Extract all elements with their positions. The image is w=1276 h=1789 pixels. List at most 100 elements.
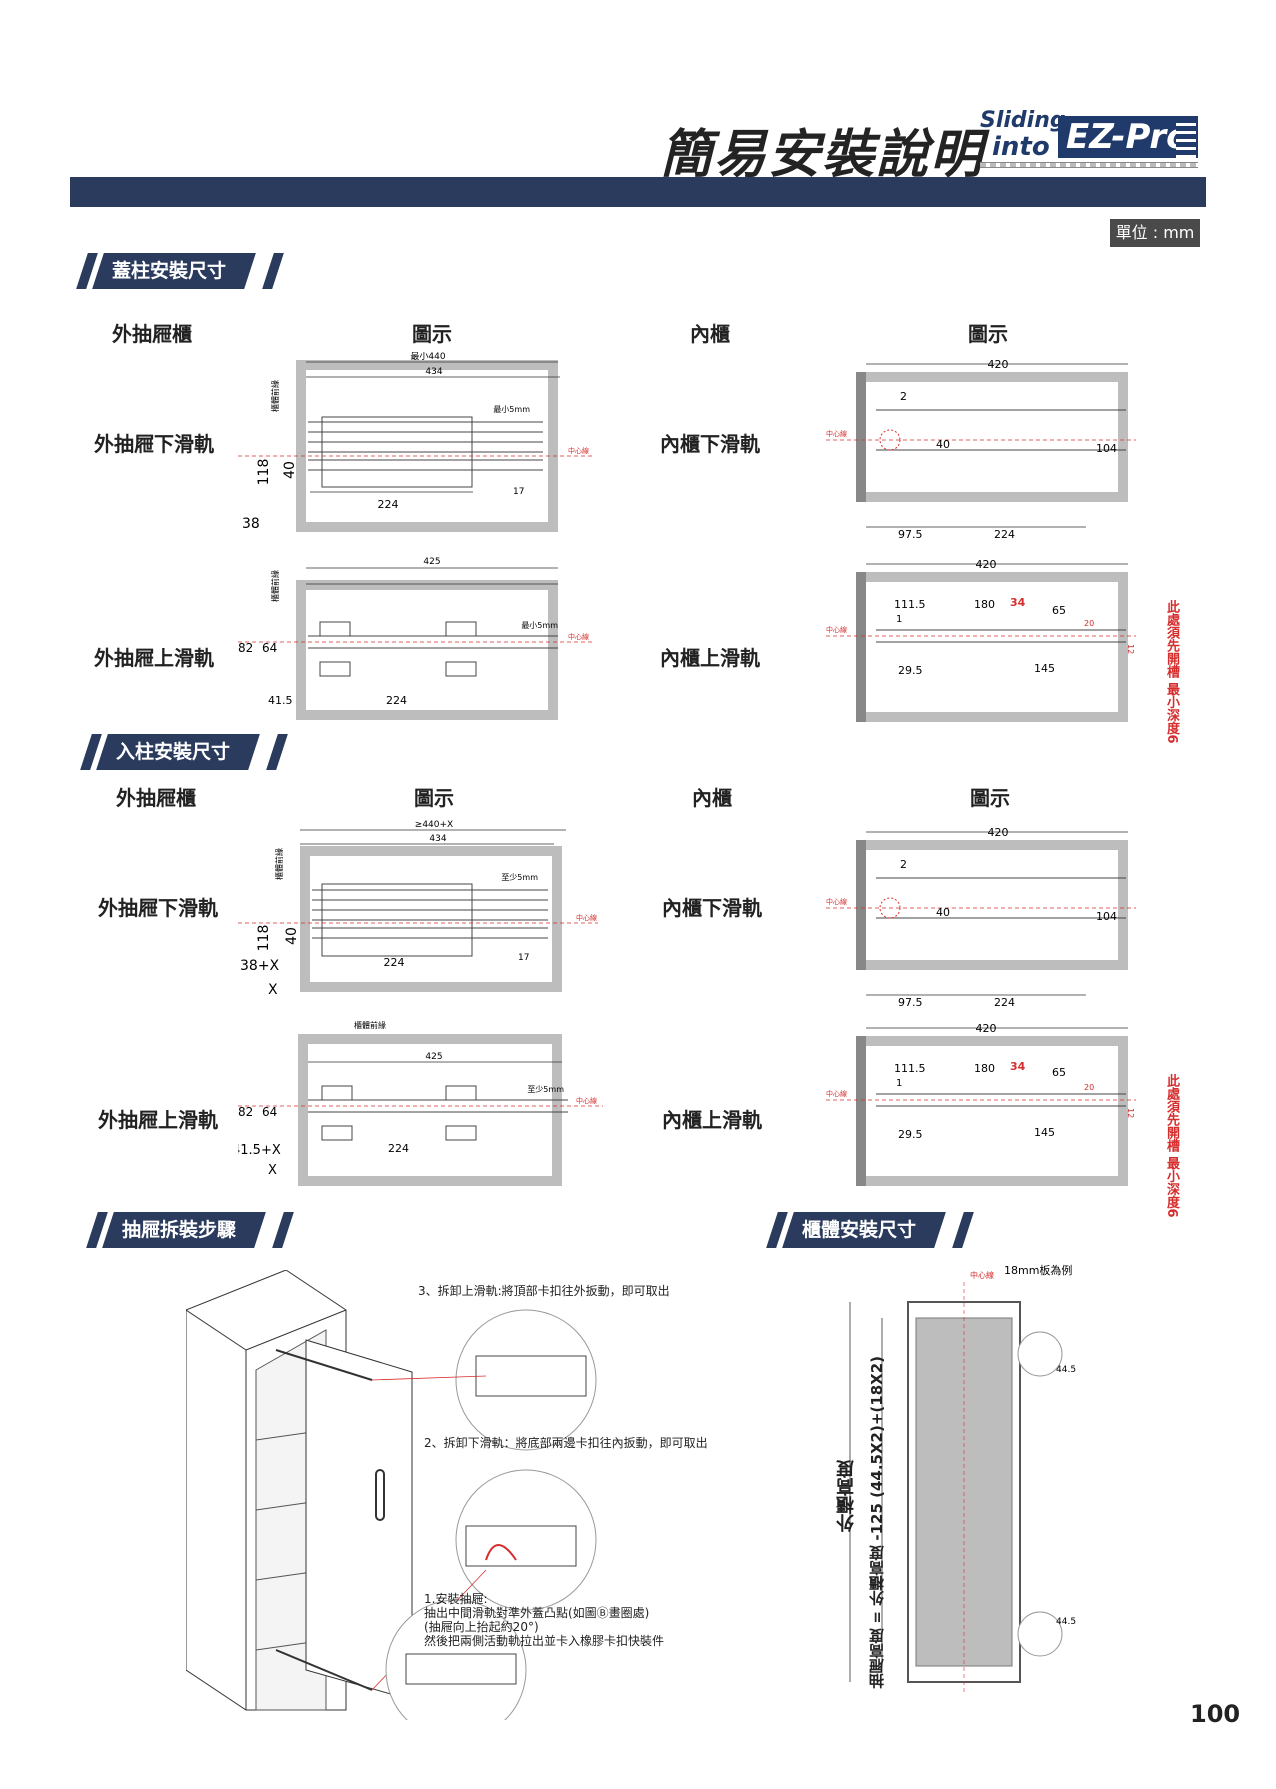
svg-text:425: 425 (425, 1052, 442, 1062)
svg-text:至少5mm: 至少5mm (527, 1085, 564, 1094)
svg-text:65: 65 (1052, 604, 1066, 617)
svg-text:2: 2 (900, 858, 907, 871)
section-tag-cabinet: 櫃體安裝尺寸 (766, 1212, 974, 1248)
svg-text:40: 40 (936, 438, 950, 451)
diagram-cover-inner-lower: 420 2 中心線 40 104 97.5 224 (826, 358, 1136, 541)
cabinet-illustration (186, 1270, 597, 1720)
logo-bars-icon (1176, 118, 1196, 158)
svg-text:20: 20 (1084, 619, 1094, 628)
section-tag-cabinet-label: 櫃體安裝尺寸 (802, 1219, 917, 1241)
cabinet-dimension-diagram: 中心線 18mm板為例 44.5 44.5 (849, 1263, 1076, 1692)
col-figure-3: 圖示 (414, 786, 454, 810)
drawer-height-formula: 抽屜高度 = 外櫃高度 -125 (44.5X2)+(18X2) (868, 1356, 886, 1689)
section-tag-inset-label: 入柱安裝尺寸 (116, 741, 231, 763)
svg-text:434: 434 (425, 367, 442, 377)
svg-text:82: 82 (238, 1105, 253, 1119)
col-outer-cabinet-2: 外抽屜櫃 (116, 786, 196, 810)
diagram-inset-inner-lower: 420 2 中心線 40 104 97.5 224 (826, 826, 1136, 1009)
svg-text:40: 40 (936, 906, 950, 919)
svg-text:97.5: 97.5 (898, 528, 923, 541)
svg-text:34: 34 (1010, 596, 1026, 609)
step2-text: 2、拆卸下滑軌：將底部兩邊卡扣往內扳動，即可取出 (424, 1436, 708, 1450)
brand-logo: Sliding into EZ-Pro (980, 108, 1220, 170)
col-figure-4: 圖示 (970, 786, 1010, 810)
section-tag-removal-label: 抽屜拆裝步驟 (122, 1219, 237, 1241)
svg-text:41.5: 41.5 (268, 694, 293, 707)
logo-rail-icon (980, 162, 1198, 168)
row-inner-lower-rail: 內櫃下滑軌 (660, 432, 760, 456)
svg-text:224: 224 (994, 528, 1015, 541)
step3-text: 3、拆卸上滑軌:將頂部卡扣往外扳動，即可取出 (418, 1284, 670, 1298)
svg-text:17: 17 (513, 487, 524, 497)
svg-text:中心線: 中心線 (568, 446, 589, 455)
svg-text:224: 224 (386, 694, 407, 707)
side-groove-note-2: 此處須先開槽 最小深度6 (1164, 1074, 1179, 1218)
outer-height-label: 外櫃高度 (836, 1460, 857, 1532)
svg-text:145: 145 (1034, 662, 1055, 675)
svg-text:41.5+X: 41.5+X (238, 1143, 281, 1158)
svg-text:97.5: 97.5 (898, 996, 923, 1009)
svg-text:224: 224 (994, 996, 1015, 1009)
svg-text:中心線: 中心線 (826, 625, 847, 634)
diagram-inset-outer-upper: 櫃體前緣 425 至少5mm 中心線 82 64 41.5+X X 224 (238, 1020, 603, 1186)
svg-text:最小5mm: 最小5mm (521, 621, 558, 630)
svg-text:中心線: 中心線 (970, 1270, 994, 1280)
svg-text:中心線: 中心線 (826, 429, 847, 438)
row-inner-upper-rail-2: 內櫃上滑軌 (662, 1108, 762, 1132)
diagram-cover-outer-upper: 425 最小5mm 中心線 櫃體前緣 82 64 41.5 224 (238, 557, 593, 720)
svg-text:≥440+X: ≥440+X (415, 820, 453, 830)
svg-text:118: 118 (256, 459, 272, 486)
svg-text:20: 20 (1084, 1083, 1094, 1092)
svg-text:最小440: 最小440 (410, 352, 445, 362)
section-tag-removal: 抽屜拆裝步驟 (86, 1212, 294, 1248)
svg-text:18mm板為例: 18mm板為例 (1004, 1263, 1072, 1277)
svg-text:111.5: 111.5 (894, 598, 926, 611)
page-title: 簡易安裝說明 (660, 125, 985, 185)
unit-badge: 單位 : mm (1110, 219, 1200, 247)
svg-text:櫃體前緣: 櫃體前緣 (354, 1020, 386, 1030)
svg-text:420: 420 (976, 558, 997, 571)
col-inner-cabinet-2: 內櫃 (692, 786, 732, 810)
step1-line4: 然後把兩側活動軌拉出並卡入橡膠卡扣快裝件 (424, 1634, 665, 1648)
step1-title: 1.安裝抽屜: (424, 1592, 488, 1606)
diagram-cover-inner-upper: 420 111.5 180 34 65 1 20 中心線 29.5 145 12 (826, 558, 1136, 722)
row-inner-upper-rail: 內櫃上滑軌 (660, 646, 760, 670)
col-outer-cabinet: 外抽屜櫃 (112, 322, 192, 346)
svg-text:40: 40 (284, 927, 300, 945)
diagram-cover-outer-lower: 最小440 434 最小5mm 中心線 224 17 櫃體前緣 118 40 3… (238, 352, 593, 532)
row-outer-upper-rail-2: 外抽屜上滑軌 (98, 1108, 218, 1132)
col-inner-cabinet: 內櫃 (690, 322, 730, 346)
svg-text:420: 420 (976, 1022, 997, 1035)
side-groove-note-1: 此處須先開槽 最小深度6 (1164, 600, 1179, 744)
svg-text:44.5: 44.5 (1056, 1365, 1076, 1375)
diagram-inset-outer-lower: ≥440+X 434 至少5mm 中心線 224 17 櫃體前緣 118 40 … (238, 820, 598, 998)
logo-sliding: Sliding (980, 108, 1066, 133)
row-outer-upper-rail: 外抽屜上滑軌 (94, 646, 214, 670)
svg-text:420: 420 (988, 358, 1009, 371)
svg-text:櫃體前緣: 櫃體前緣 (270, 570, 280, 602)
svg-text:38+X: 38+X (240, 958, 280, 974)
svg-text:29.5: 29.5 (898, 1128, 923, 1141)
svg-text:X: X (268, 982, 278, 998)
svg-text:最小5mm: 最小5mm (493, 405, 530, 414)
section-tag-inset: 入柱安裝尺寸 (80, 734, 288, 770)
svg-text:180: 180 (974, 598, 995, 611)
step1-line2: 抽出中間滑軌對準外蓋凸點(如圖Ⓑ畫圈處) (424, 1606, 650, 1620)
col-figure-2: 圖示 (968, 322, 1008, 346)
svg-text:中心線: 中心線 (576, 913, 597, 922)
svg-text:38: 38 (242, 516, 260, 532)
section-tag-cover: 蓋柱安裝尺寸 (76, 253, 284, 289)
logo-ezpro: EZ-Pro (1058, 116, 1198, 158)
svg-text:X: X (268, 1163, 277, 1178)
svg-text:224: 224 (378, 498, 399, 511)
svg-text:中心線: 中心線 (826, 897, 847, 906)
diagram-inset-inner-upper: 420 111.5 180 34 65 1 20 中心線 29.5 145 12 (826, 1022, 1136, 1186)
row-outer-lower-rail-2: 外抽屜下滑軌 (98, 896, 218, 920)
svg-text:104: 104 (1096, 910, 1117, 923)
svg-text:64: 64 (262, 641, 277, 655)
svg-text:2: 2 (900, 390, 907, 403)
svg-text:104: 104 (1096, 442, 1117, 455)
svg-text:1: 1 (896, 1078, 902, 1089)
svg-text:至少5mm: 至少5mm (501, 873, 538, 882)
svg-text:145: 145 (1034, 1126, 1055, 1139)
